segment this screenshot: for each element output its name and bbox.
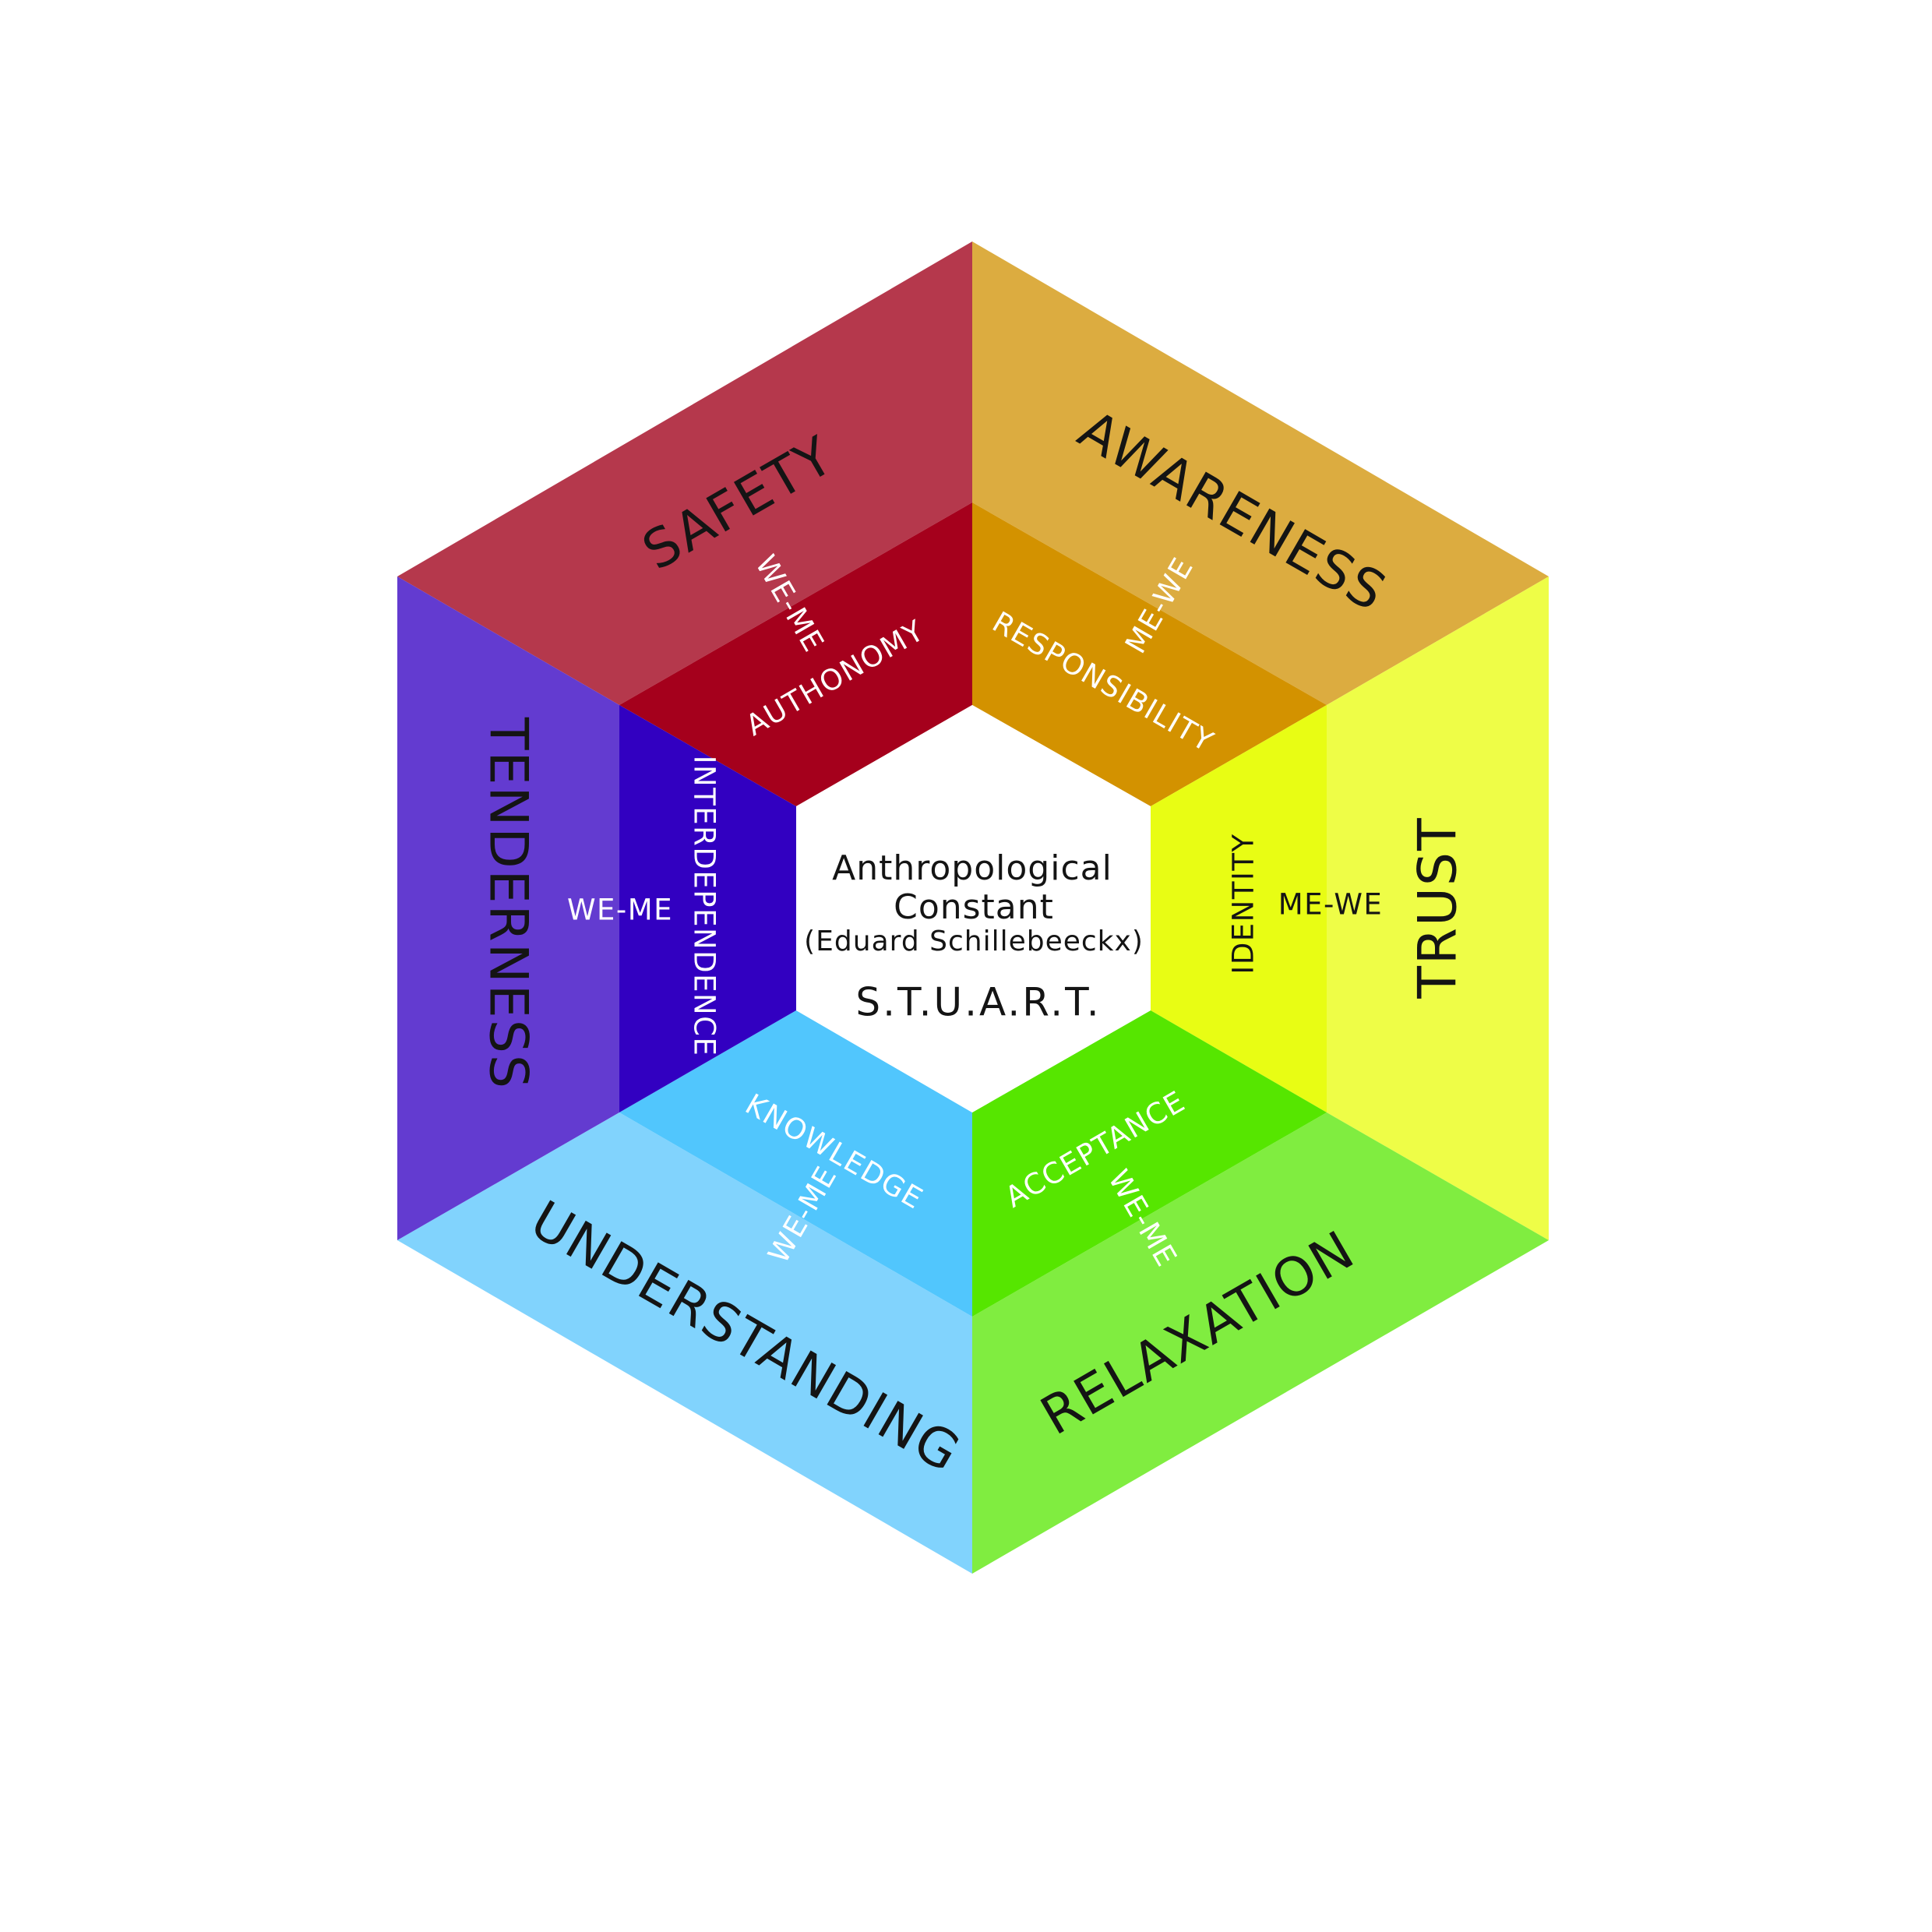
center-hexagon bbox=[796, 705, 1151, 1112]
segment-understanding-inner bbox=[619, 1010, 972, 1317]
segment-awareness-inner bbox=[972, 502, 1327, 806]
label-interdependence: INTERDEPENDENCE bbox=[688, 756, 721, 1057]
segment-relaxation-inner bbox=[972, 1010, 1327, 1317]
relation-tenderness: WE-ME bbox=[567, 894, 673, 927]
center-line-2: Constant bbox=[894, 887, 1054, 927]
center-line-1: Anthropological bbox=[832, 848, 1112, 888]
label-identity: IDENTITY bbox=[1227, 833, 1260, 974]
segment-tenderness-outer bbox=[397, 576, 619, 1240]
label-tenderness: TENDERNESS bbox=[477, 717, 538, 1090]
segment-understanding-outer bbox=[397, 1112, 972, 1574]
segment-awareness-outer bbox=[972, 242, 1549, 705]
label-trust: TRUST bbox=[1408, 816, 1469, 999]
segment-tenderness-inner bbox=[619, 705, 796, 1112]
center-line-3: (Eduard Schillebeeckx) bbox=[804, 925, 1144, 957]
relation-trust: ME-WE bbox=[1278, 888, 1384, 922]
segment-safety-inner bbox=[619, 502, 972, 806]
segment-safety-outer bbox=[397, 242, 972, 705]
segment-relaxation-outer bbox=[972, 1112, 1549, 1574]
center-title: S.T.U.A.R.T. bbox=[855, 980, 1101, 1025]
segment-trust-inner bbox=[1151, 705, 1327, 1112]
segment-trust-outer bbox=[1327, 576, 1549, 1240]
